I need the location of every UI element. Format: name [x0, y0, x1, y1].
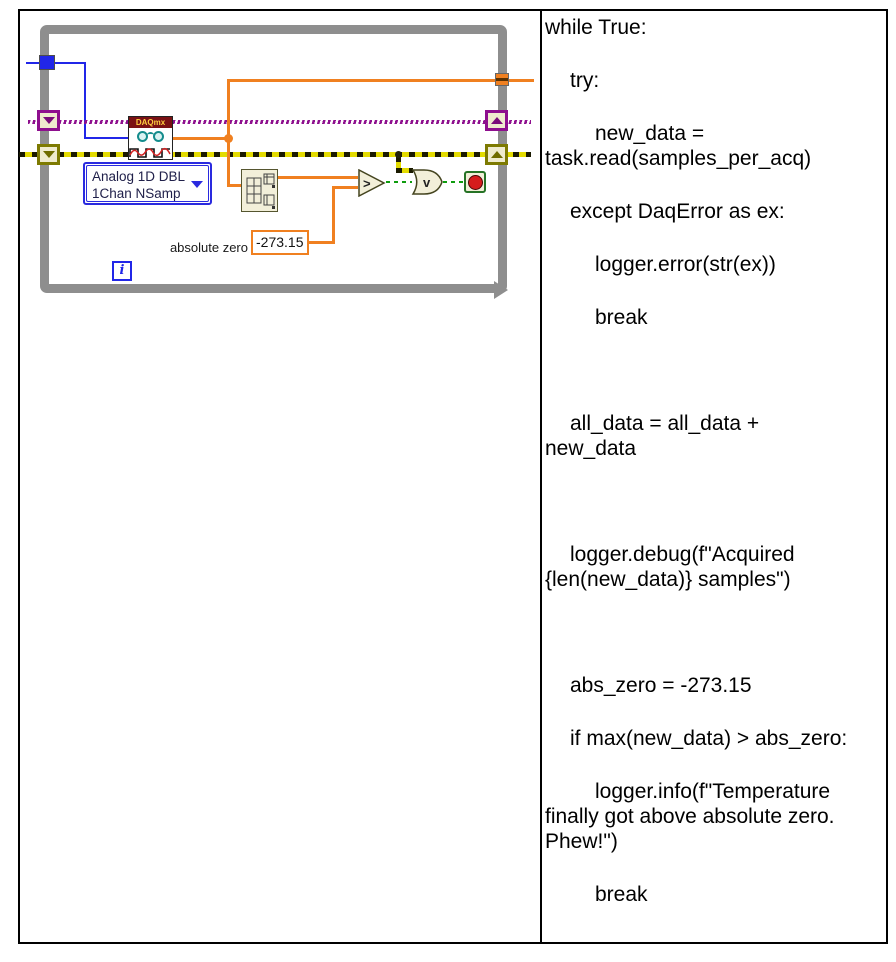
orange-wire-const-h1 — [309, 241, 335, 244]
code-line: break — [595, 306, 648, 329]
error-wire — [19, 152, 531, 157]
polymorphic-vi-selector: Analog 1D DBL 1Chan NSamp — [83, 162, 212, 205]
orange-wire-tunnel-out — [509, 79, 534, 82]
blue-wire-v — [84, 62, 86, 139]
code-line: logger.error(str(ex)) — [595, 253, 776, 276]
selector-line2: 1Chan NSamp — [92, 186, 181, 201]
shift-register-task-left — [37, 110, 60, 131]
blue-tunnel — [39, 55, 55, 70]
orange-indexing-tunnel — [495, 73, 509, 86]
or-symbol: v — [423, 175, 431, 190]
constant-label: absolute zero — [169, 240, 248, 255]
error-wire-tap-v — [396, 152, 401, 173]
blue-wire-h1 — [26, 62, 86, 64]
code-line: logger.info(f"Temperature finally got ab… — [545, 780, 835, 853]
error-wire-tap-h — [396, 168, 413, 173]
daqmx-read-vi-icon: DAQmx — [128, 116, 173, 160]
orange-wire-vertical — [227, 79, 230, 186]
chevron-down-icon — [191, 181, 203, 188]
stop-button — [464, 171, 486, 193]
code-line: except DaqError as ex: — [570, 200, 785, 223]
bool-wire-gt-to-or — [386, 181, 412, 183]
glasses-icon — [129, 128, 172, 145]
shift-register-error-right — [485, 144, 508, 165]
code-line: abs_zero = -273.15 — [570, 674, 752, 697]
column-divider — [540, 9, 542, 944]
waveform-icon — [129, 147, 171, 158]
stop-icon — [467, 174, 483, 190]
constant-value-box: -273.15 — [251, 230, 309, 255]
selector-line1: Analog 1D DBL — [92, 169, 186, 184]
shift-register-error-left — [37, 144, 60, 165]
code-line: if max(new_data) > abs_zero: — [570, 727, 848, 750]
bool-wire-or-to-stop — [443, 181, 465, 183]
while-loop-corner-arrow-icon — [494, 281, 508, 299]
blue-wire-h2 — [84, 137, 128, 139]
or-node: v — [411, 169, 443, 195]
code-line: while True: — [545, 16, 647, 39]
code-line: break — [595, 883, 648, 906]
code-line — [545, 358, 851, 383]
greater-than-node: > — [358, 169, 386, 197]
orange-wire-top — [227, 79, 496, 82]
daqmx-icon-header-label: DAQmx — [129, 117, 172, 128]
array-max-min-node — [241, 169, 278, 212]
code-line: logger.debug(f"Acquired {len(new_data)} … — [545, 543, 795, 591]
orange-wire-max-out — [278, 176, 358, 179]
code-line: new_data = task.read(samples_per_acq) — [545, 122, 812, 170]
code-line — [545, 620, 851, 645]
python-code-cell: while True: try: new_data = task.read(samp… — [545, 11, 851, 935]
error-wire-junction-dot — [395, 151, 402, 158]
code-line: try: — [570, 69, 600, 92]
orange-wire-const-h2 — [332, 186, 358, 189]
code-line: all_data = all_data + new_data — [545, 412, 760, 460]
orange-wire-const-v — [332, 188, 335, 244]
iteration-terminal: i — [112, 261, 132, 281]
orange-wire-daqmx-out — [173, 137, 230, 140]
table-outer-border — [18, 9, 888, 944]
orange-junction-dot — [224, 134, 233, 143]
task-wire-purple — [28, 120, 531, 124]
greater-than-symbol: > — [363, 176, 371, 191]
orange-wire-to-array — [227, 184, 243, 187]
code-line — [545, 489, 851, 514]
shift-register-task-right — [485, 110, 508, 131]
